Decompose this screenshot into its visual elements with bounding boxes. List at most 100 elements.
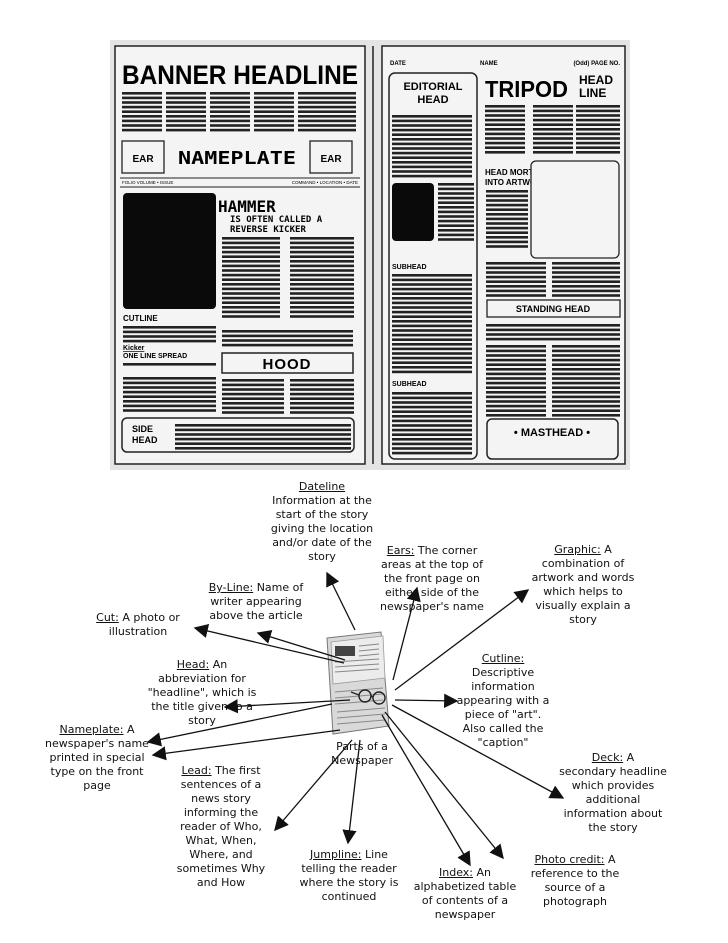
date-label: DATE bbox=[390, 61, 406, 67]
text-line-bar bbox=[290, 392, 354, 396]
text-line-bar bbox=[222, 392, 284, 396]
text-line-bar bbox=[290, 237, 354, 240]
text-line-bar bbox=[486, 271, 546, 274]
text-line-bar bbox=[576, 114, 620, 117]
text-line-bar bbox=[486, 395, 546, 399]
tripod-text: TRIPOD bbox=[485, 76, 568, 102]
text-line-bar bbox=[486, 404, 546, 408]
text-line-bar bbox=[392, 301, 472, 305]
arrow bbox=[381, 714, 471, 867]
text-line-bar bbox=[392, 124, 472, 127]
label-jumpline: Jumpline: Line telling the reader where … bbox=[294, 848, 404, 904]
hammer-text: HAMMER bbox=[218, 197, 276, 216]
cut-line: illustration bbox=[108, 625, 168, 638]
text-line-bar bbox=[438, 206, 474, 209]
head-line: story bbox=[188, 714, 216, 727]
text-line-bar bbox=[486, 328, 620, 332]
text-line-bar bbox=[486, 208, 528, 211]
text-line-bar bbox=[486, 381, 546, 385]
text-line-bar bbox=[290, 264, 354, 268]
text-line-bar bbox=[222, 264, 280, 268]
nameplate-first: A bbox=[123, 723, 135, 736]
text-line-bar bbox=[392, 128, 472, 132]
text-line-bar bbox=[576, 141, 620, 145]
text-line-bar bbox=[175, 447, 351, 450]
text-line-bar bbox=[552, 391, 620, 394]
text-line-bar bbox=[392, 392, 472, 395]
text-line-bar bbox=[290, 383, 354, 387]
text-line-bar bbox=[486, 275, 546, 279]
text-line-bar bbox=[123, 409, 216, 412]
text-line-bar bbox=[392, 306, 472, 309]
text-line-bar bbox=[222, 269, 280, 272]
hammer-sub-1: IS OFTEN CALLED A bbox=[230, 215, 323, 225]
text-line-bar bbox=[222, 283, 280, 286]
text-line-bar bbox=[175, 442, 351, 445]
text-line-bar bbox=[486, 266, 546, 270]
arrow bbox=[151, 729, 341, 761]
text-line-bar bbox=[486, 324, 620, 327]
term-index: Index: bbox=[439, 866, 473, 879]
text-line-bar bbox=[290, 296, 354, 300]
text-line-bar bbox=[533, 118, 573, 122]
text-line-bar bbox=[210, 119, 250, 123]
text-line-bar bbox=[222, 255, 280, 258]
text-line-bar bbox=[392, 156, 472, 159]
photo-credit-line: photograph bbox=[543, 895, 607, 908]
byline-line: writer appearing bbox=[210, 595, 302, 608]
text-line-bar bbox=[486, 199, 528, 202]
text-line-bar bbox=[222, 287, 280, 291]
graphic-line: which helps to bbox=[543, 585, 623, 598]
text-line-bar bbox=[210, 110, 250, 113]
text-line-bar bbox=[552, 358, 620, 362]
text-line-bar bbox=[392, 170, 472, 173]
text-line-bar bbox=[175, 433, 351, 436]
text-line-bar bbox=[552, 294, 620, 297]
text-line-bar bbox=[438, 187, 474, 191]
text-line-bar bbox=[552, 372, 620, 376]
term-nameplate: Nameplate: bbox=[59, 723, 124, 736]
editorial-head-1: EDITORIAL bbox=[403, 81, 462, 93]
text-line-bar bbox=[222, 260, 280, 263]
text-line-bar bbox=[485, 123, 525, 126]
label-cut: Cut: A photo or illustration bbox=[86, 611, 190, 639]
ears-line: newspaper's name bbox=[380, 600, 484, 613]
text-line-bar bbox=[486, 400, 546, 403]
text-line-bar bbox=[290, 406, 354, 410]
text-line-bar bbox=[576, 109, 620, 113]
arrow bbox=[394, 693, 459, 708]
text-line-bar bbox=[122, 101, 162, 104]
text-line-bar bbox=[122, 105, 162, 109]
lead-line: sentences of a bbox=[180, 778, 262, 791]
text-line-bar bbox=[392, 447, 472, 450]
term-dateline: Dateline bbox=[298, 480, 346, 493]
term-head: Head: bbox=[176, 658, 210, 671]
text-line-bar bbox=[552, 409, 620, 412]
term-cutline: Cutline: bbox=[481, 652, 525, 665]
deck-line: secondary headline bbox=[559, 765, 667, 778]
label-graphic: Graphic: A combination of artwork and wo… bbox=[528, 543, 638, 627]
one-line-spread-label: ONE LINE SPREAD bbox=[123, 353, 187, 360]
text-line-bar bbox=[392, 451, 472, 455]
text-line-bar bbox=[222, 246, 280, 249]
text-line-bar bbox=[254, 105, 294, 109]
text-line-bar bbox=[485, 137, 525, 140]
text-line-bar bbox=[122, 115, 162, 118]
term-deck: Deck: bbox=[591, 751, 624, 764]
graphic-line: story bbox=[569, 613, 597, 626]
text-line-bar bbox=[222, 397, 284, 400]
nameplate-line: page bbox=[83, 779, 111, 792]
text-line-bar bbox=[298, 124, 356, 127]
text-line-bar bbox=[222, 315, 280, 318]
term-lead: Lead: bbox=[181, 764, 212, 777]
text-line-bar bbox=[290, 315, 354, 318]
lead-line: Where, and bbox=[189, 848, 253, 861]
text-line-bar bbox=[438, 238, 474, 241]
text-line-bar bbox=[392, 274, 472, 277]
text-line-bar bbox=[290, 278, 354, 281]
text-line-bar bbox=[486, 194, 528, 198]
label-nameplate: Nameplate: A newspaper's name printed in… bbox=[42, 723, 152, 793]
deck-line: information about bbox=[563, 807, 663, 820]
text-line-bar bbox=[222, 411, 284, 414]
text-line-bar bbox=[392, 165, 472, 169]
